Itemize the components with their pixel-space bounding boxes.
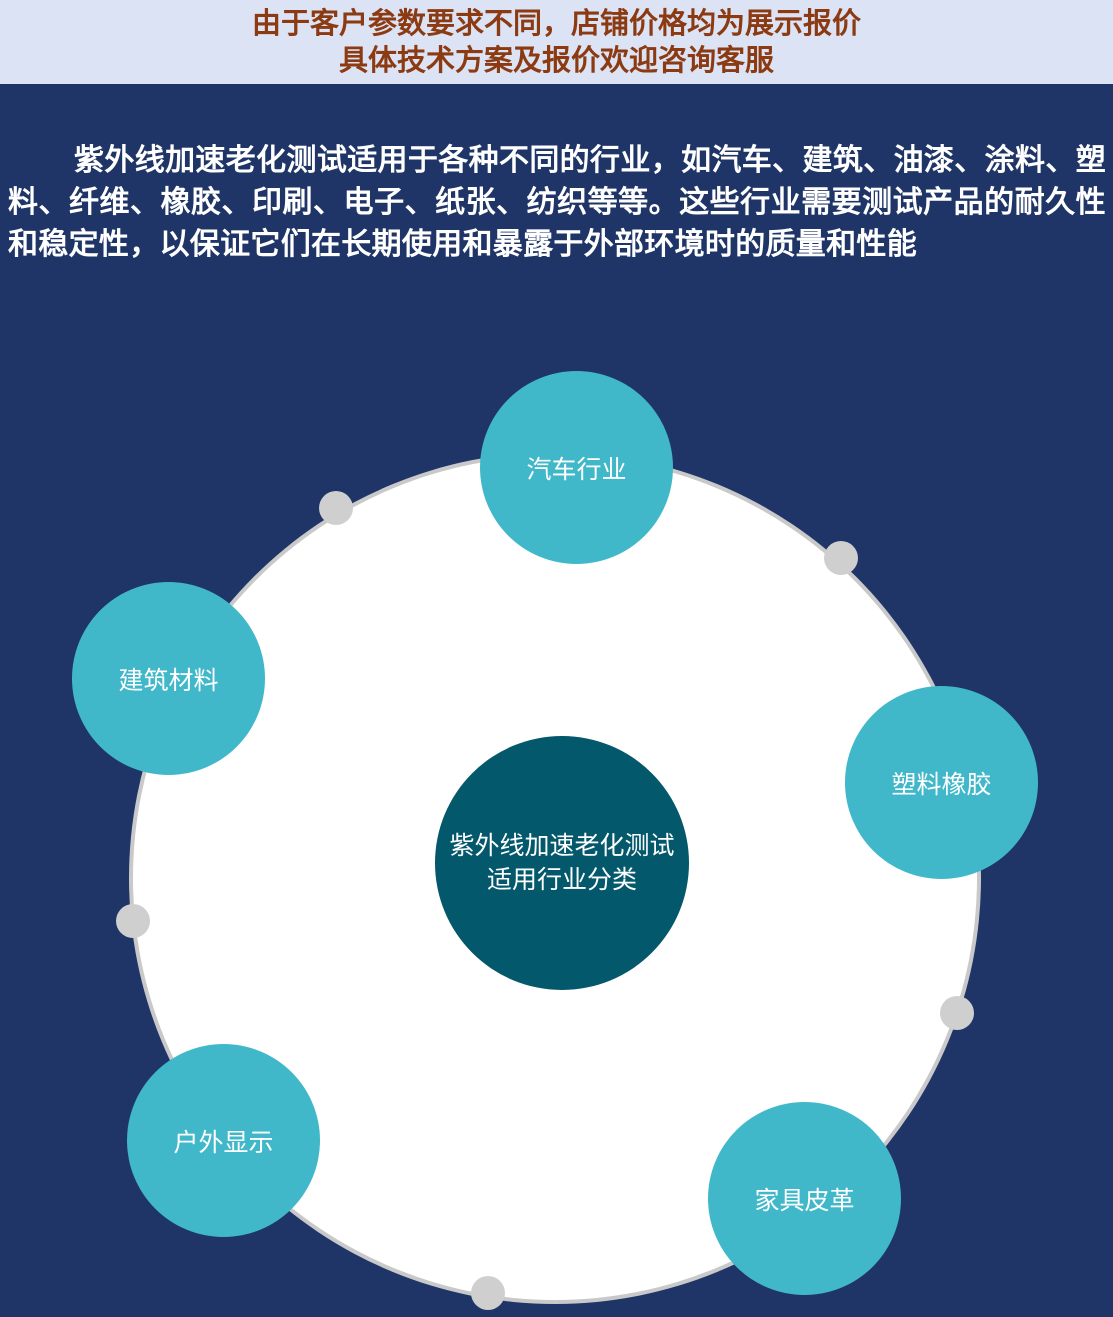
ring-dot [824, 541, 858, 575]
ring-dot [471, 1276, 505, 1310]
intro-paragraph: 紫外线加速老化测试适用于各种不同的行业，如汽车、建筑、油漆、涂料、塑料、纤维、橡… [8, 143, 1106, 262]
node-furniture-leather: 家具皮革 [708, 1102, 901, 1295]
notice-line-2: 具体技术方案及报价欢迎咨询客服 [338, 43, 774, 77]
ring-dot [940, 996, 974, 1030]
node-plastic-rubber: 塑料橡胶 [845, 686, 1038, 879]
node-automotive: 汽车行业 [480, 371, 673, 564]
node-building-materials: 建筑材料 [72, 582, 265, 775]
node-outdoor-display: 户外显示 [127, 1044, 320, 1237]
ring-dot [116, 904, 150, 938]
center-line-1: 紫外线加速老化测试 [449, 831, 675, 860]
ring-dot [319, 491, 353, 525]
center-line-2: 适用行业分类 [486, 865, 637, 894]
notice-line-1: 由于客户参数要求不同，店铺价格均为展示报价 [251, 6, 861, 40]
notice-banner: 由于客户参数要求不同，店铺价格均为展示报价 具体技术方案及报价欢迎咨询客服 [0, 0, 1113, 84]
center-category: 紫外线加速老化测试 适用行业分类 [435, 736, 689, 990]
